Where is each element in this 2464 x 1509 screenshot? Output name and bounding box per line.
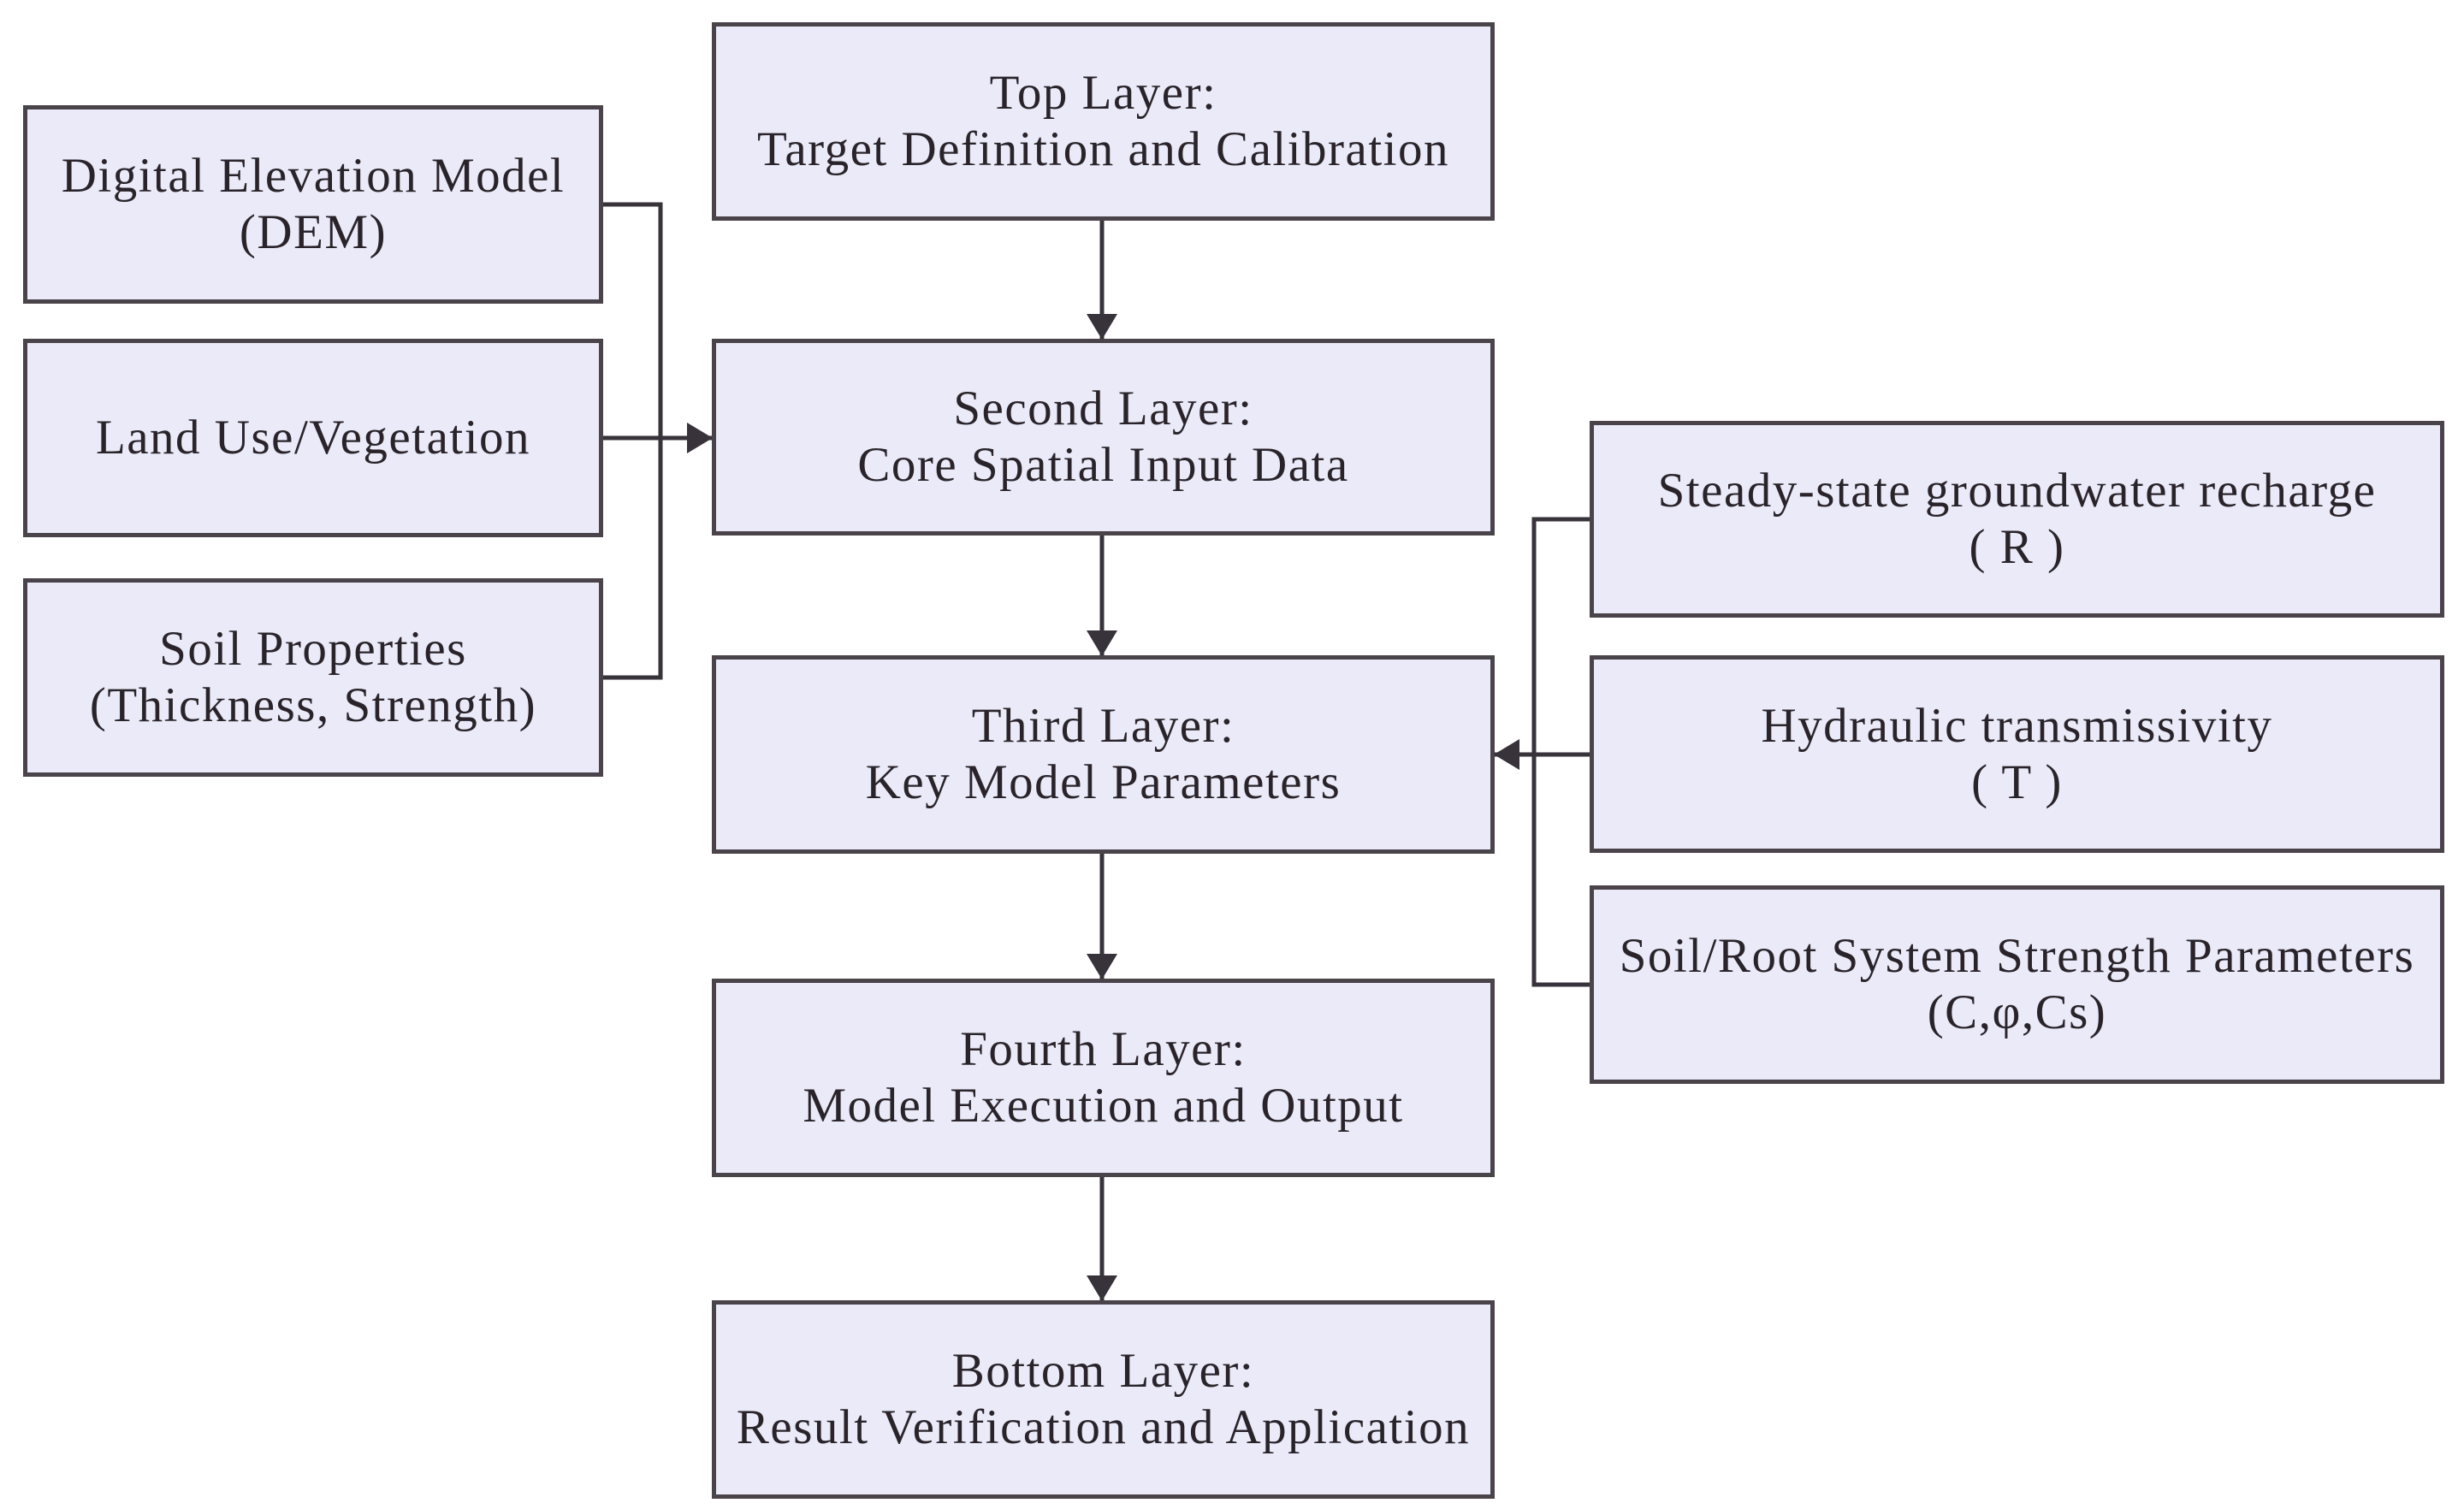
node-soil-properties: Soil Properties (Thickness, Strength) (23, 578, 603, 777)
node-label-line: Model Execution and Output (803, 1079, 1404, 1133)
node-digital-elevation-model: Digital Elevation Model (DEM) (23, 105, 603, 304)
node-second-layer: Second Layer: Core Spatial Input Data (712, 339, 1495, 536)
node-label-line: (DEM) (239, 205, 388, 259)
node-steady-state-groundwater-recharge: Steady-state groundwater recharge ( R ) (1590, 421, 2444, 618)
node-label-line: (Thickness, Strength) (89, 678, 537, 732)
node-soil-root-strength-parameters: Soil/Root System Strength Parameters (C,… (1590, 885, 2444, 1084)
node-label-line: Hydraulic transmissivity (1761, 698, 2273, 753)
node-hydraulic-transmissivity: Hydraulic transmissivity ( T ) (1590, 655, 2444, 853)
node-label-line: Soil Properties (159, 622, 467, 676)
node-label-line: Result Verification and Application (736, 1400, 1471, 1454)
node-label-line: Target Definition and Calibration (756, 122, 1449, 176)
bracket-left-inputs (603, 202, 663, 680)
node-label-line: Soil/Root System Strength Parameters (1619, 929, 2415, 983)
node-label-line: Key Model Parameters (865, 755, 1342, 809)
node-label-line: Second Layer: (953, 382, 1253, 435)
node-top-layer: Top Layer: Target Definition and Calibra… (712, 22, 1495, 221)
node-fourth-layer: Fourth Layer: Model Execution and Output (712, 979, 1495, 1177)
node-third-layer: Third Layer: Key Model Parameters (712, 655, 1495, 854)
node-bottom-layer: Bottom Layer: Result Verification and Ap… (712, 1300, 1495, 1499)
node-label-line: Top Layer: (989, 66, 1217, 120)
node-label-line: ( T ) (1971, 754, 2063, 809)
node-label-line: Steady-state groundwater recharge (1657, 464, 2377, 518)
node-label-line: Digital Elevation Model (61, 149, 566, 203)
node-label-line: Bottom Layer: (951, 1344, 1255, 1398)
node-label-line: Land Use/Vegetation (95, 411, 531, 465)
node-label-line: Fourth Layer: (960, 1022, 1247, 1076)
node-label-line: Third Layer: (971, 699, 1235, 753)
bracket-right-parameters (1531, 517, 1590, 987)
node-label-line: Core Spatial Input Data (857, 438, 1349, 492)
node-label-line: ( R ) (1969, 520, 2065, 574)
node-label-line: (C,φ,Cs) (1927, 985, 2107, 1039)
node-land-use-vegetation: Land Use/Vegetation (23, 339, 603, 537)
